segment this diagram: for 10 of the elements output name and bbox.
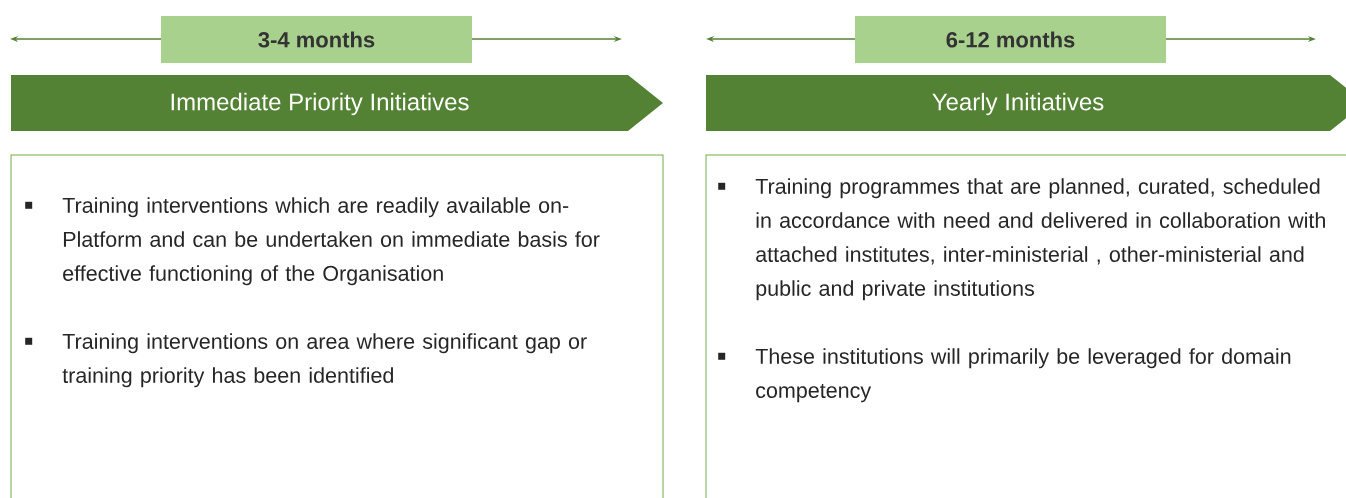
content-box: Training programmes that are planned, curated, scheduled in accordance with need and delivered in collaboration with attached institutes, inter-ministerial , other-ministerial and public and private institutions These institutions will primarily be leveraged for domain competency	[705, 154, 1346, 498]
node-label: Training interventions on area where significant gap or training priority has been identified	[62, 333, 587, 388]
duration-box: 6-12 months	[855, 16, 1166, 63]
content-box: Training interventions which are readily available on- Platform and can be undertaken on immediate basis for effective functioning of the Organisation Training interventions on area where significant gap or training priority has been identified	[10, 154, 664, 498]
node-label: Training programmes that are planned, curated, scheduled in accordance with need and delivered in collaboration with attached institutes, inter-ministerial , other-ministerial and public and private institutions	[755, 178, 1325, 301]
duration-box: 3-4 months	[161, 16, 472, 63]
chevron-banner: Immediate Priority Initiatives	[11, 75, 663, 131]
node-label: These institutions will primarily be leveraged for domain competency	[755, 348, 1291, 403]
chevron-banner: Yearly Initiatives	[706, 75, 1346, 131]
node-label: Training interventions which are readily available on- Platform and can be undertaken on immediate basis for effective functioning of the Organisation	[62, 197, 600, 286]
